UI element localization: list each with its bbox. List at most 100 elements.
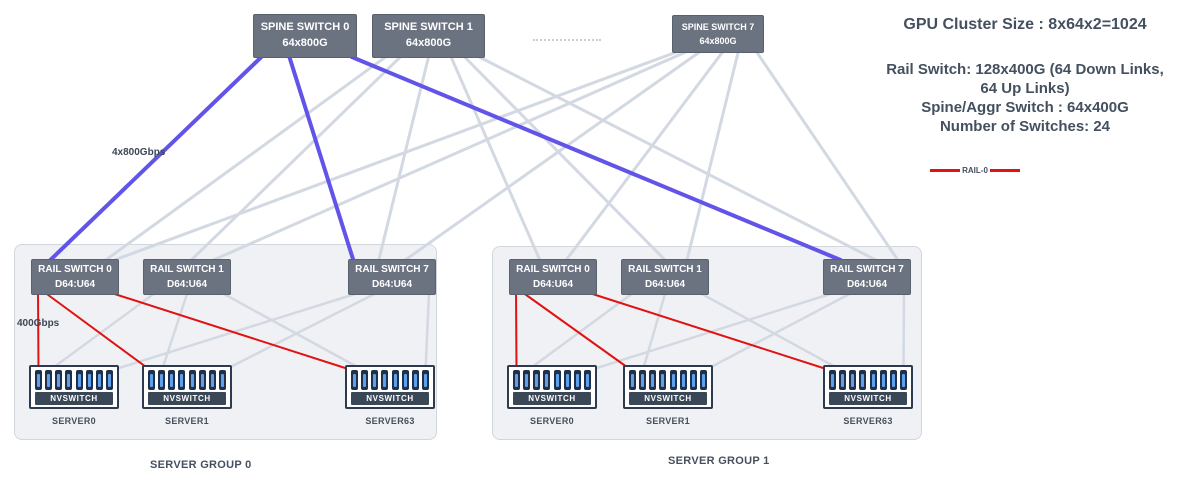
gpu-slots-row (513, 370, 591, 390)
rail-switch-ports: D64:U64 (371, 279, 413, 290)
gpu-bar (180, 373, 184, 387)
rail-switch-7-group-0: RAIL SWITCH 7 D64:U64 (348, 259, 436, 295)
link-spine0-to-g0-rail7 (287, 55, 356, 262)
gpu-slot-6 (411, 370, 419, 390)
gpu-bar (901, 373, 905, 387)
gpu-bar (423, 373, 427, 387)
link-spine7-to-g0-rail0 (113, 50, 679, 262)
gpu-bar (393, 373, 397, 387)
gpu-slot-3 (178, 370, 186, 390)
server-label: SERVER0 (530, 416, 574, 426)
legend-line-left (930, 169, 961, 172)
spine-switch-0-capacity: 64x800G (282, 37, 328, 49)
gpu-slots-row (829, 370, 907, 390)
gpu-bar (691, 373, 695, 387)
rail-switch-7-group-1: RAIL SWITCH 7 D64:U64 (823, 259, 911, 295)
server-63-group-1: NVSWITCH SERVER63 (823, 365, 913, 426)
spec-line-2: 64 Up Links) (980, 80, 1070, 97)
gpu-bar (190, 373, 194, 387)
server-group-1-label: SERVER GROUP 1 (668, 455, 770, 467)
gpu-slot-1 (839, 370, 847, 390)
gpu-bar (565, 373, 569, 387)
server-group-1-box: RAIL SWITCH 0 D64:U64 RAIL SWITCH 1 D64:… (492, 246, 922, 440)
gpu-slot-6 (889, 370, 897, 390)
server-box: NVSWITCH (823, 365, 913, 409)
server-label: SERVER1 (165, 416, 209, 426)
spec-line-3: Spine/Aggr Switch : 64x400G (921, 99, 1129, 116)
gpu-bar (525, 373, 529, 387)
gpu-bar (535, 373, 539, 387)
server-box: NVSWITCH (623, 365, 713, 409)
rail-switch-0-group-0: RAIL SWITCH 0 D64:U64 (31, 259, 119, 295)
legend-label: RAIL-0 (962, 166, 988, 175)
rail-switch-1-group-1: RAIL SWITCH 1 D64:U64 (621, 259, 709, 295)
gpu-bar (881, 373, 885, 387)
gpu-slot-0 (513, 370, 520, 390)
link-spine7-to-g0-rail7 (403, 50, 702, 262)
gpu-slot-7 (421, 370, 429, 390)
link-spine1-to-g1-rail7 (477, 55, 878, 262)
gpu-slot-4 (669, 370, 677, 390)
gpu-slot-5 (198, 370, 206, 390)
gpu-slot-0 (351, 370, 358, 390)
gpu-slot-6 (573, 370, 581, 390)
gpu-slot-1 (158, 370, 166, 390)
spec-line-1: Rail Switch: 128x400G (64 Down Links, (886, 61, 1164, 78)
gpu-bar (47, 373, 51, 387)
gpu-bar (671, 373, 675, 387)
server-label: SERVER0 (52, 416, 96, 426)
gpu-slot-3 (65, 370, 73, 390)
gpu-bar (871, 373, 875, 387)
spine-ellipsis-dots (533, 39, 601, 41)
gpu-bar (383, 373, 387, 387)
spine-switch-0-name: SPINE SWITCH 0 (260, 21, 350, 34)
gpu-bar (575, 373, 579, 387)
rail-switch-ports: D64:U64 (532, 279, 574, 290)
gpu-slot-1 (639, 370, 647, 390)
gpu-slot-2 (55, 370, 63, 390)
gpu-bar (891, 373, 895, 387)
nvswitch-bar: NVSWITCH (35, 392, 113, 405)
nvswitch-bar: NVSWITCH (629, 392, 707, 405)
gpu-bar (403, 373, 407, 387)
gpu-slot-0 (829, 370, 836, 390)
gpu-slot-3 (659, 370, 667, 390)
gpu-bar (57, 373, 61, 387)
rail-switch-0-group-1: RAIL SWITCH 0 D64:U64 (509, 259, 597, 295)
gpu-bar (841, 373, 845, 387)
spine-switch-1-capacity: 64x800G (405, 37, 452, 49)
gpu-bar (585, 373, 589, 387)
gpu-slot-7 (105, 370, 113, 390)
gpu-bar (107, 373, 111, 387)
spine-switch-7: SPINE SWITCH 7 64x800G (672, 15, 764, 53)
server-group-0-box: RAIL SWITCH 0 D64:U64 RAIL SWITCH 1 D64:… (14, 244, 437, 440)
gpu-bar (67, 373, 71, 387)
gpu-bar (97, 373, 101, 387)
spine-switch-1-name: SPINE SWITCH 1 (384, 21, 473, 34)
link-spine7-to-g1-rail1 (685, 50, 740, 262)
gpu-bar (87, 373, 91, 387)
gpu-bar (851, 373, 855, 387)
rail-switch-name: RAIL SWITCH 1 (150, 264, 224, 275)
gpu-slot-6 (208, 370, 216, 390)
gpu-bar (37, 373, 40, 387)
gpu-slot-3 (381, 370, 389, 390)
gpu-bar (515, 373, 518, 387)
gpu-slot-2 (371, 370, 379, 390)
rail-switch-name: RAIL SWITCH 1 (628, 264, 702, 275)
server-0-group-0: NVSWITCH SERVER0 (29, 365, 119, 426)
gpu-slot-7 (699, 370, 707, 390)
rail-switch-ports: D64:U64 (54, 279, 96, 290)
rail-switch-name: RAIL SWITCH 0 (516, 264, 590, 275)
gpu-bar (545, 373, 549, 387)
gpu-bar (701, 373, 705, 387)
server-1-group-1: NVSWITCH SERVER1 (623, 365, 713, 426)
server-1-group-0: NVSWITCH SERVER1 (142, 365, 232, 426)
gpu-bar (77, 373, 81, 387)
gpu-slots-row (35, 370, 113, 390)
gpu-bar (861, 373, 865, 387)
gpu-slot-3 (859, 370, 867, 390)
spine-switch-7-capacity: 64x800G (699, 36, 737, 46)
rail-switch-ports: D64:U64 (846, 279, 888, 290)
